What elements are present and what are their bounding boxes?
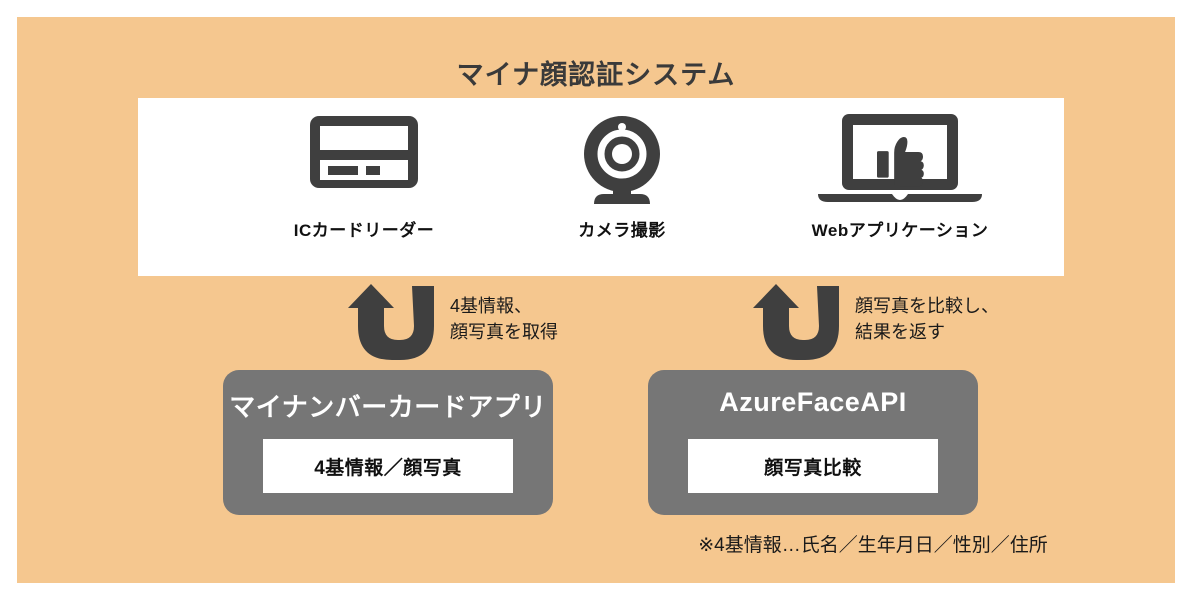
arrow-label-line-2: 結果を返す [855, 322, 945, 343]
box-title: マイナンバーカードアプリ [229, 392, 547, 422]
box-azure-face-api: AzureFaceAPI 顔写真比較 [648, 370, 978, 515]
box-inner-text: 4基情報／顔写真 [314, 457, 462, 479]
footnote: ※4基情報…氏名／生年月日／性別／住所 [698, 535, 1048, 556]
arrow-label-line-1: 4基情報、 [450, 296, 533, 316]
box-inner-text: 顔写真比較 [764, 457, 862, 479]
arrow-label: 顔写真を比較し、 結果を返す [855, 293, 999, 345]
laptop-thumbs-up-icon [780, 110, 1020, 206]
device-camera: カメラ撮影 [502, 98, 742, 276]
page-title: マイナ顔認証システム [456, 60, 736, 90]
arrow-label: 4基情報、 顔写真を取得 [450, 293, 558, 345]
device-panel: ICカードリーダー カメラ撮影 [138, 98, 1064, 276]
box-mynumber-card-app: マイナンバーカードアプリ 4基情報／顔写真 [223, 370, 553, 515]
ic-card-reader-icon [244, 110, 484, 206]
u-turn-arrow-icon [348, 284, 434, 360]
flow-arrow-right: 顔写真を比較し、 結果を返す [751, 284, 1081, 364]
device-label: カメラ撮影 [578, 221, 666, 240]
device-ic-card-reader: ICカードリーダー [244, 98, 484, 276]
device-label: ICカードリーダー [293, 221, 435, 240]
device-web-application: Webアプリケーション [780, 98, 1020, 276]
arrow-label-line-2: 顔写真を取得 [450, 322, 558, 343]
box-inner-panel: 4基情報／顔写真 [263, 439, 513, 493]
u-turn-arrow-icon [753, 284, 839, 360]
webcam-icon [502, 110, 742, 206]
arrow-label-line-1: 顔写真を比較し、 [855, 296, 999, 316]
box-inner-panel: 顔写真比較 [688, 439, 938, 493]
flow-arrow-left: 4基情報、 顔写真を取得 [346, 284, 676, 364]
box-title: AzureFaceAPI [719, 387, 907, 417]
device-label: Webアプリケーション [811, 221, 989, 240]
diagram-background-panel: マイナ顔認証システム ICカードリーダー [17, 17, 1175, 583]
